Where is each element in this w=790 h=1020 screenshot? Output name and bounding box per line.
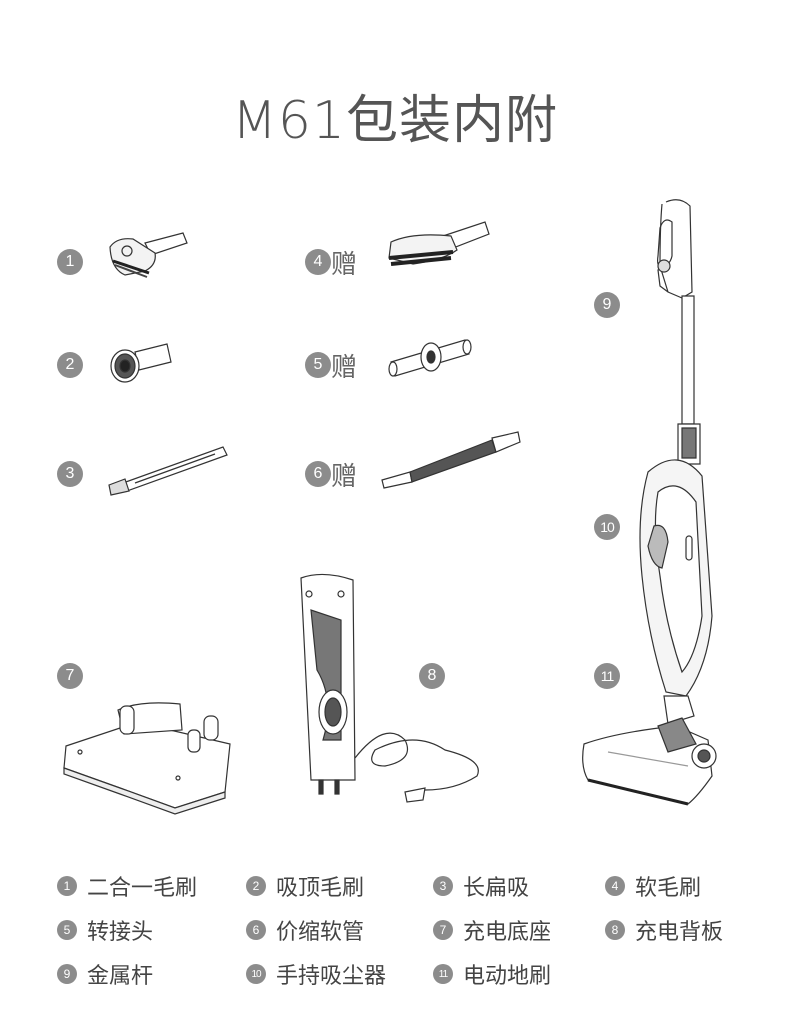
page-title: M61包装内附 xyxy=(231,91,559,151)
badge-8: 8 xyxy=(419,663,445,689)
legend-label-8: 充电背板 xyxy=(635,920,724,945)
badge-3: 3 xyxy=(57,461,83,487)
legend-label-6: 价缩软管 xyxy=(276,920,365,945)
legend-badge-11: 11 xyxy=(433,964,453,984)
badge-4: 4 xyxy=(305,249,331,275)
legend-label-9: 金属杆 xyxy=(87,964,154,989)
legend-badge-8: 8 xyxy=(605,920,625,940)
legend-label-7: 充电底座 xyxy=(463,920,552,945)
badge-1: 1 xyxy=(57,249,83,275)
legend-label-11: 电动地刷 xyxy=(463,964,552,989)
charging-back-plate-illustration xyxy=(295,570,495,810)
legend-badge-9: 9 xyxy=(57,964,77,984)
badge-6: 6 xyxy=(305,461,331,487)
two-in-one-brush-illustration xyxy=(105,225,195,280)
legend-item-3: 3 长扁吸 xyxy=(433,870,529,902)
legend-item-1: 1 二合一毛刷 xyxy=(57,870,197,902)
legend-item-11: 11 电动地刷 xyxy=(433,958,551,990)
legend-item-6: 6 价缩软管 xyxy=(246,914,364,946)
telescopic-hose-illustration xyxy=(380,430,522,492)
badge-10: 10 xyxy=(594,514,620,540)
badge-2: 2 xyxy=(57,352,83,378)
legend-badge-6: 6 xyxy=(246,920,266,940)
gift-label-4: 赠 xyxy=(331,250,358,280)
legend-item-10: 10 手持吸尘器 xyxy=(246,958,386,990)
legend-item-4: 4 软毛刷 xyxy=(605,870,701,902)
legend-item-7: 7 充电底座 xyxy=(433,914,551,946)
legend-label-4: 软毛刷 xyxy=(635,876,702,901)
soft-brush-illustration xyxy=(383,218,493,278)
legend-item-2: 2 吸顶毛刷 xyxy=(246,870,364,902)
badge-5: 5 xyxy=(305,352,331,378)
legend-badge-5: 5 xyxy=(57,920,77,940)
legend-label-5: 转接头 xyxy=(87,920,154,945)
adapter-illustration xyxy=(385,332,475,382)
charging-base-illustration xyxy=(60,690,240,815)
badge-9: 9 xyxy=(594,292,620,318)
gift-label-5: 赠 xyxy=(331,353,358,383)
legend-item-8: 8 充电背板 xyxy=(605,914,723,946)
gift-label-6: 赠 xyxy=(331,462,358,492)
legend-label-10: 手持吸尘器 xyxy=(276,964,387,989)
badge-7: 7 xyxy=(57,663,83,689)
legend-item-5: 5 转接头 xyxy=(57,914,153,946)
legend-badge-2: 2 xyxy=(246,876,266,896)
legend-badge-7: 7 xyxy=(433,920,453,940)
crevice-tool-illustration xyxy=(105,445,230,497)
legend-badge-3: 3 xyxy=(433,876,453,896)
ceiling-brush-illustration xyxy=(105,340,175,385)
legend-badge-4: 4 xyxy=(605,876,625,896)
stick-vacuum-illustration xyxy=(578,196,728,808)
legend-item-9: 9 金属杆 xyxy=(57,958,153,990)
legend-badge-10: 10 xyxy=(246,964,266,984)
legend-label-2: 吸顶毛刷 xyxy=(276,876,365,901)
badge-11: 11 xyxy=(594,663,620,689)
legend-label-1: 二合一毛刷 xyxy=(87,876,198,901)
legend-badge-1: 1 xyxy=(57,876,77,896)
legend-label-3: 长扁吸 xyxy=(463,876,530,901)
